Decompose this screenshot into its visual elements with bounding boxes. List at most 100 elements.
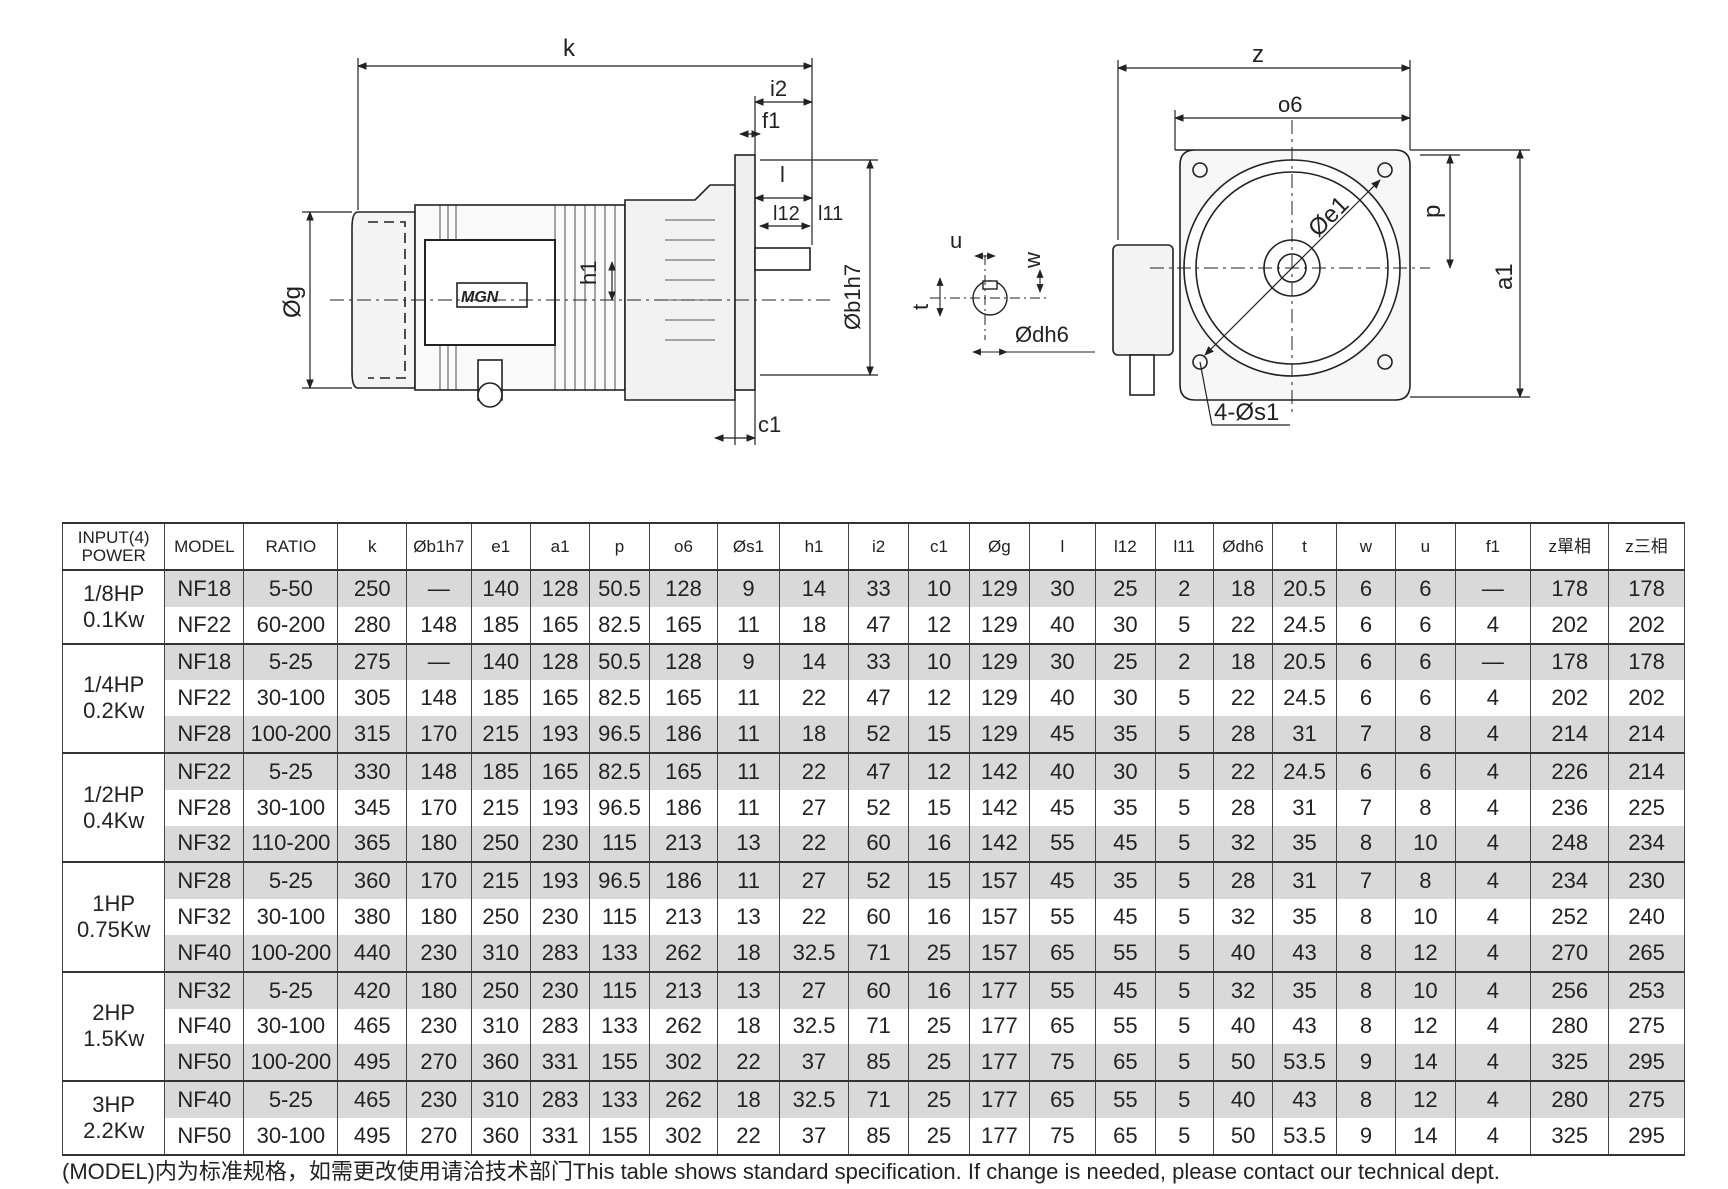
table-cell: 30-100 (243, 1008, 339, 1045)
table-cell: 9 (1335, 1044, 1397, 1083)
table-cell: 165 (648, 680, 719, 717)
table-cell: 11 (717, 680, 780, 717)
table-cell: 5 (1154, 862, 1214, 900)
table-cell: 50 (1212, 1044, 1274, 1083)
table-cell: 4 (1454, 789, 1532, 826)
table-cell: 155 (589, 1117, 650, 1156)
dim-o6: o6 (1278, 92, 1302, 117)
column-header: c1 (907, 522, 971, 571)
table-cell: 100-200 (243, 1044, 339, 1083)
table-cell: 5 (1154, 606, 1214, 645)
table-cell: 177 (969, 1044, 1030, 1083)
table-cell: 495 (337, 1044, 408, 1083)
table-cell: 71 (848, 1008, 909, 1045)
table-cell: 37 (778, 1117, 850, 1156)
table-cell: 140 (470, 643, 531, 681)
table-cell: 202 (1608, 680, 1685, 717)
table-cell: 310 (470, 1008, 531, 1045)
table-cell: 65 (1028, 1081, 1097, 1118)
table-cell: 11 (717, 716, 780, 754)
column-header: o6 (648, 522, 719, 571)
table-cell: 15 (907, 716, 971, 754)
table-cell: 495 (337, 1117, 408, 1156)
table-cell: 6 (1335, 680, 1397, 717)
table-cell: 40 (1212, 1008, 1274, 1045)
table-cell: 157 (969, 899, 1030, 935)
table-cell: 4 (1454, 1117, 1532, 1156)
table-cell: 165 (648, 752, 719, 790)
table-cell: 22 (778, 825, 850, 864)
table-cell: 202 (1530, 606, 1610, 645)
column-header: t (1272, 522, 1337, 571)
table-cell: 35 (1095, 716, 1156, 754)
model-cell: NF50 (164, 1117, 245, 1156)
table-cell: 186 (648, 862, 719, 900)
table-cell: 465 (337, 1081, 408, 1118)
table-cell: 5 (1154, 934, 1214, 973)
column-header: Øb1h7 (406, 522, 472, 571)
table-cell: 133 (589, 1008, 650, 1045)
table-cell: 5 (1154, 971, 1214, 1009)
table-cell: 6 (1335, 606, 1397, 645)
table-cell: 32 (1212, 825, 1274, 864)
table-cell: 148 (406, 606, 472, 645)
table-cell: 262 (648, 1081, 719, 1118)
table-cell: 142 (969, 789, 1030, 826)
table-cell: 213 (648, 825, 719, 864)
dim-l12: l12 (773, 203, 800, 225)
model-cell: NF50 (164, 1044, 245, 1083)
table-cell: 32 (1212, 899, 1274, 935)
table-cell: 28 (1212, 862, 1274, 900)
table-cell: 5 (1154, 1081, 1214, 1118)
table-cell: 30-100 (243, 899, 339, 935)
column-header: a1 (529, 522, 591, 571)
table-cell: 53.5 (1272, 1044, 1337, 1083)
table-cell: 11 (717, 606, 780, 645)
table-cell: 2 (1154, 643, 1214, 681)
table-cell: 5 (1154, 752, 1214, 790)
table-cell: 8 (1335, 934, 1397, 973)
table-cell: 234 (1608, 825, 1685, 864)
table-cell: 331 (529, 1117, 591, 1156)
table-cell: 8 (1335, 1008, 1397, 1045)
table-cell: 30-100 (243, 680, 339, 717)
table-cell: 10 (907, 570, 971, 607)
table-cell: 37 (778, 1044, 850, 1083)
table-cell: 129 (969, 606, 1030, 645)
table-cell: 5-25 (243, 752, 339, 790)
table-cell: 45 (1095, 899, 1156, 935)
table-cell: 302 (648, 1117, 719, 1156)
table-cell: 262 (648, 934, 719, 973)
column-header: k (337, 522, 408, 571)
table-cell: 360 (470, 1117, 531, 1156)
table-cell: 236 (1530, 789, 1610, 826)
table-cell: 32.5 (778, 934, 850, 973)
dim-h1: h1 (576, 261, 601, 285)
table-cell: 155 (589, 1044, 650, 1083)
table-cell: 5 (1154, 899, 1214, 935)
table-cell: 20.5 (1272, 570, 1337, 607)
table-cell: 12 (1395, 934, 1456, 973)
table-cell: 129 (969, 680, 1030, 717)
table-cell: 6 (1395, 752, 1456, 790)
table-cell: — (406, 570, 472, 607)
table-cell: 9 (717, 570, 780, 607)
column-header: MODEL (164, 522, 245, 571)
dim-s1: 4-Øs1 (1214, 399, 1279, 426)
table-cell: 157 (969, 934, 1030, 973)
table-cell: 45 (1095, 825, 1156, 864)
table-cell: 230 (406, 1008, 472, 1045)
table-cell: 43 (1272, 1081, 1337, 1118)
table-cell: 65 (1028, 1008, 1097, 1045)
table-cell: 280 (1530, 1081, 1610, 1118)
table-cell: 25 (907, 1117, 971, 1156)
dim-w: w (1020, 252, 1045, 269)
table-cell: 325 (1530, 1044, 1610, 1083)
table-cell: 115 (589, 971, 650, 1009)
table-cell: 128 (529, 570, 591, 607)
table-cell: 8 (1335, 899, 1397, 935)
